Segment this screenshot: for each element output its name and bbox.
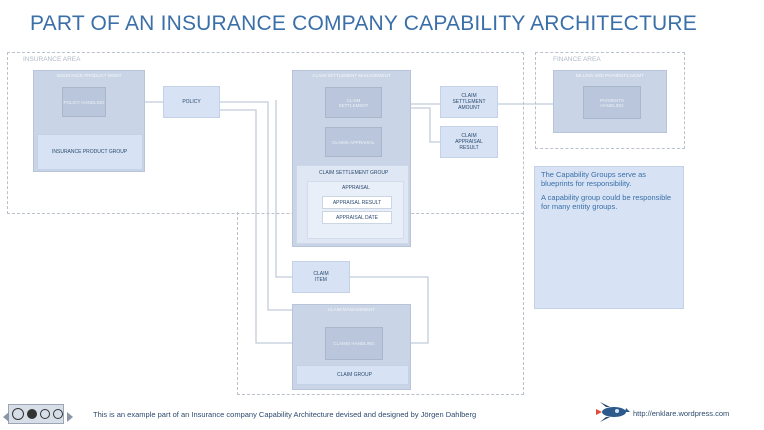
appraisal-entity[interactable]: APPRAISAL APPRAISAL RESULT APPRAISAL DAT… <box>307 181 404 239</box>
footer-credit: This is an example part of an Insurance … <box>93 410 477 419</box>
appraisal-result-attr[interactable]: APPRAISAL RESULT <box>322 196 392 209</box>
insurance-area-lower <box>237 212 524 395</box>
appraisal-date-attr[interactable]: APPRAISAL DATE <box>322 211 392 224</box>
cc-icon <box>12 408 24 420</box>
payments-handling[interactable]: PAYMENTS HANDLING <box>583 86 641 119</box>
note-paragraph-2: A capability group could be responsible … <box>541 193 672 211</box>
cc-license-badge[interactable] <box>8 404 64 424</box>
by-icon <box>27 409 37 419</box>
appraisal-date-label: APPRAISAL DATE <box>336 214 378 221</box>
claim-settlement-management: CLAIM SETTLEMENT MANAGEMENT CLAIM SETTLE… <box>292 70 411 247</box>
footer-url[interactable]: http://enklare.wordpress.com <box>633 409 730 418</box>
finance-area <box>535 52 685 149</box>
claim-management: CLAIM MANAGEMENT CLAIMS HANDLING CLAIM G… <box>292 304 411 390</box>
insurance-product-mgmt: INSURANCE PRODUCT MGMT POLICY HANDLING I… <box>33 70 145 172</box>
claim-settlement-amount[interactable]: CLAIM SETTLEMENT AMOUNT <box>440 86 498 118</box>
sa-icon <box>53 409 63 419</box>
prev-arrow-icon[interactable] <box>3 412 9 422</box>
finance-area-label: FINANCE AREA <box>553 56 601 63</box>
next-arrow-icon[interactable] <box>67 412 73 422</box>
insurance-area-label: INSURANCE AREA <box>23 56 81 63</box>
insurance-product-group[interactable]: INSURANCE PRODUCT GROUP <box>37 134 143 170</box>
billing-payments-mgmt: BILLING AND PAYMENTS MGMT PAYMENTS HANDL… <box>553 70 667 133</box>
claim-settlement-group-label: CLAIM SETTLEMENT GROUP <box>319 170 389 176</box>
claim-management-title: CLAIM MANAGEMENT <box>327 307 376 312</box>
insurance-area <box>7 52 524 214</box>
page-title: PART OF AN INSURANCE COMPANY CAPABILITY … <box>30 12 697 35</box>
payments-handling-label: PAYMENTS HANDLING <box>599 97 625 108</box>
policy-handling[interactable]: POLICY HANDLING <box>62 87 106 117</box>
claim-group-label: CLAIM GROUP <box>337 372 373 378</box>
policy-handling-label: POLICY HANDLING <box>63 99 105 105</box>
appraisal-result-label: APPRAISAL RESULT <box>332 199 382 206</box>
claims-handling[interactable]: CLAIMS HANDLING <box>325 327 383 360</box>
note-box: The Capability Groups serve as blueprint… <box>534 166 684 309</box>
claims-appraisal-label: CLAIMS APPRAISAL <box>332 139 375 145</box>
nc-icon <box>40 409 50 419</box>
claim-settlement-amount-label: CLAIM SETTLEMENT AMOUNT <box>452 93 486 111</box>
claim-group[interactable]: CLAIM GROUP <box>296 365 409 385</box>
claims-handling-label: CLAIMS HANDLING <box>333 341 375 346</box>
claims-appraisal[interactable]: CLAIMS APPRAISAL <box>325 127 382 157</box>
note-paragraph-1: The Capability Groups serve as blueprint… <box>541 170 647 188</box>
policy-label: POLICY <box>182 99 201 105</box>
insurance-product-group-label: INSURANCE PRODUCT GROUP <box>52 149 128 155</box>
claim-settlement-label: CLAIM SETTLEMENT <box>338 97 369 108</box>
claim-settlement-group[interactable]: CLAIM SETTLEMENT GROUP APPRAISAL APPRAIS… <box>296 165 409 244</box>
claim-settlement-management-title: CLAIM SETTLEMENT MANAGEMENT <box>312 73 391 78</box>
insurance-product-mgmt-title: INSURANCE PRODUCT MGMT <box>56 73 122 78</box>
claim-item[interactable]: CLAIM ITEM <box>292 261 350 293</box>
claim-appraisal-result-label: CLAIM APPRAISAL RESULT <box>455 133 483 151</box>
claim-item-label: CLAIM ITEM <box>313 271 329 283</box>
appraisal-label: APPRAISAL <box>342 185 370 191</box>
claim-settlement[interactable]: CLAIM SETTLEMENT <box>325 87 382 118</box>
billing-payments-title: BILLING AND PAYMENTS MGMT <box>575 73 645 78</box>
rocket-icon <box>596 402 630 422</box>
policy-entity[interactable]: POLICY <box>163 86 220 118</box>
claim-appraisal-result[interactable]: CLAIM APPRAISAL RESULT <box>440 126 498 158</box>
